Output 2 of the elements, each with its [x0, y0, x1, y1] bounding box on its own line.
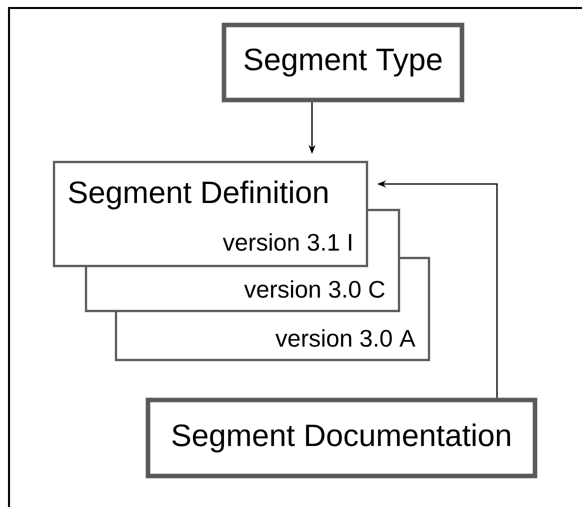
type-box: Segment Type: [222, 22, 464, 102]
documentation-box: Segment Documentation: [146, 398, 538, 478]
